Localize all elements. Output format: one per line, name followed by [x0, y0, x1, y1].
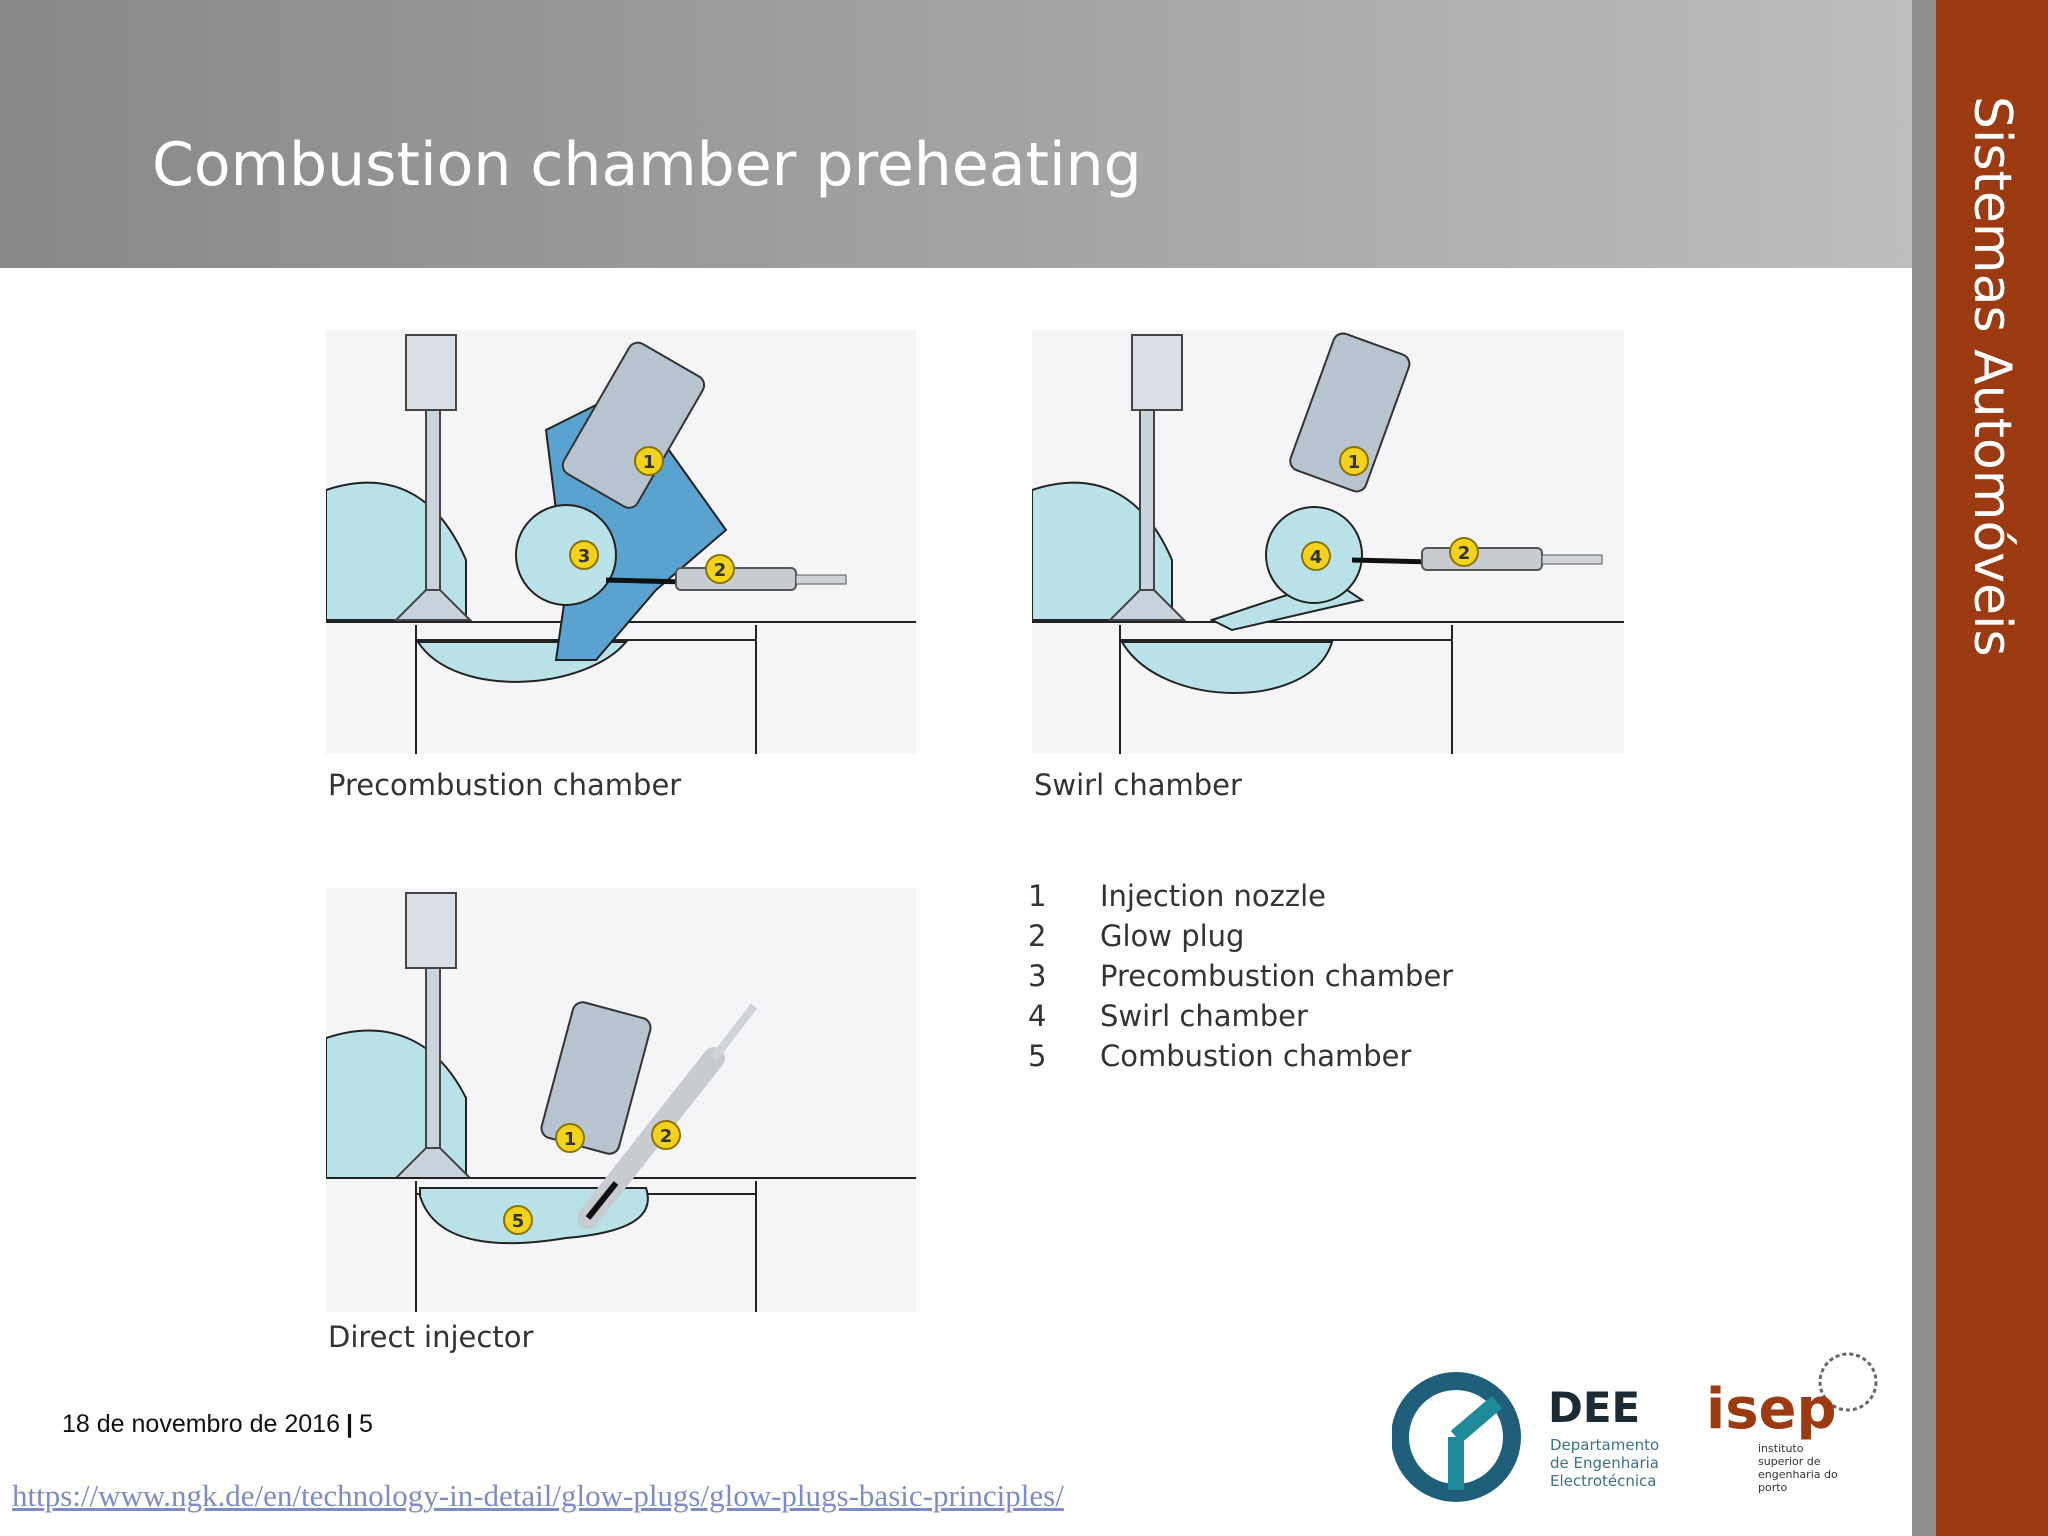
- legend-label: Injection nozzle: [1100, 879, 1327, 913]
- separator: |: [346, 1410, 353, 1438]
- marker-circle: [555, 1123, 585, 1153]
- dee-logo-accent: [1448, 1395, 1503, 1490]
- legend-item: 5 Combustion chamber: [1028, 1036, 1453, 1076]
- sidebar-divider: [1912, 0, 1936, 1536]
- course-title: Sistemas Automóveis: [1962, 96, 2022, 657]
- diagram-caption: Precombustion chamber: [328, 768, 682, 802]
- prechamber: [515, 504, 617, 606]
- glow-plug-tip: [605, 577, 687, 585]
- legend-item: 4 Swirl chamber: [1028, 996, 1453, 1036]
- legend-number: 2: [1028, 919, 1047, 953]
- marker-label: 2: [1458, 543, 1471, 564]
- intake-port: [1032, 481, 1173, 621]
- valve-head: [393, 589, 473, 621]
- legend-number: 4: [1028, 999, 1047, 1033]
- swirl-diagram: 1 4 2: [1032, 330, 1624, 754]
- legend-number: 5: [1028, 1039, 1047, 1073]
- glow-plug-terminal: [710, 1003, 758, 1061]
- legend-label: Swirl chamber: [1100, 999, 1308, 1033]
- isep-logo: isep instituto superior de engenharia do…: [1700, 1346, 1880, 1506]
- cylinder-wall: [1119, 625, 1453, 754]
- glow-plug-body: [1421, 547, 1543, 571]
- marker-label: 2: [660, 1126, 673, 1147]
- glow-plug-tip: [585, 1181, 619, 1220]
- dee-logo-mark: [1391, 1372, 1521, 1502]
- legend-label: Glow plug: [1100, 919, 1245, 953]
- marker-circle: [1301, 541, 1331, 571]
- marker-label: 2: [714, 560, 727, 581]
- legend-item: 1 Injection nozzle: [1028, 876, 1453, 916]
- combustion-space: [1120, 641, 1334, 694]
- isep-crest-icon: [1818, 1352, 1878, 1412]
- isep-logo-line: superior de: [1758, 1455, 1821, 1468]
- isep-logo-line: engenharia do: [1758, 1468, 1838, 1481]
- marker-circle: [503, 1205, 533, 1235]
- valve-guide: [405, 334, 457, 411]
- slide-title: Combustion chamber preheating: [152, 130, 1142, 200]
- marker-circle: [634, 446, 664, 476]
- marker-label: 5: [512, 1211, 525, 1232]
- glow-plug-body: [675, 567, 797, 591]
- isep-logo-line: porto: [1758, 1481, 1788, 1494]
- dee-logo-name: DEE: [1548, 1383, 1640, 1432]
- legend-number: 3: [1028, 959, 1047, 993]
- source-link[interactable]: https://www.ngk.de/en/technology-in-deta…: [12, 1478, 1064, 1513]
- marker-label: 3: [578, 546, 591, 567]
- page-number: 5: [359, 1410, 373, 1438]
- marker-circle: [705, 554, 735, 584]
- valve-head: [1107, 589, 1187, 621]
- injector-body: [561, 341, 706, 509]
- marker-label: 1: [643, 452, 656, 473]
- date-text: 18 de novembro de 2016: [62, 1410, 340, 1438]
- marker-circle: [1449, 537, 1479, 567]
- glow-plug-tip: [1351, 557, 1433, 565]
- legend-item: 3 Precombustion chamber: [1028, 956, 1453, 996]
- precombustion-diagram: 1 3 2: [326, 330, 916, 754]
- marker-circle: [651, 1120, 681, 1150]
- dee-logo: DEE Departamento de Engenharia Electroté…: [1391, 1372, 1672, 1502]
- injector-body: [1289, 332, 1411, 493]
- legend: 1 Injection nozzle 2 Glow plug 3 Precombust…: [1028, 876, 1453, 1076]
- glow-plug-terminal: [795, 574, 847, 585]
- legend-item: 2 Glow plug: [1028, 916, 1453, 956]
- isep-logo-line: instituto: [1758, 1442, 1804, 1455]
- direct-injector-diagram: 1 2 5: [326, 888, 916, 1312]
- diagram-caption: Swirl chamber: [1034, 768, 1242, 802]
- valve-guide: [1131, 334, 1183, 411]
- legend-label: Combustion chamber: [1100, 1039, 1412, 1073]
- marker-label: 4: [1310, 547, 1323, 568]
- dee-logo-line: Electrotécnica: [1550, 1472, 1657, 1490]
- marker-label: 1: [1348, 452, 1361, 473]
- marker-circle: [1339, 446, 1369, 476]
- diagram-caption: Direct injector: [328, 1320, 534, 1354]
- glow-plug-terminal: [1541, 554, 1603, 565]
- isep-logo-name: isep: [1706, 1377, 1837, 1442]
- legend-number: 1: [1028, 879, 1047, 913]
- legend-label: Precombustion chamber: [1100, 959, 1454, 993]
- valve-stem: [1139, 409, 1155, 621]
- valve-stem: [425, 409, 441, 621]
- footer-date: 18 de novembro de 2016|5: [62, 1410, 373, 1439]
- valve-stem: [425, 967, 441, 1179]
- valve-guide: [405, 892, 457, 969]
- sidebar: [1936, 0, 2048, 1536]
- dee-logo-line: Departamento: [1550, 1436, 1659, 1454]
- marker-circle: [569, 540, 599, 570]
- dee-logo-line: de Engenharia: [1550, 1454, 1659, 1472]
- marker-label: 1: [564, 1129, 577, 1150]
- header-banner: [0, 0, 1912, 268]
